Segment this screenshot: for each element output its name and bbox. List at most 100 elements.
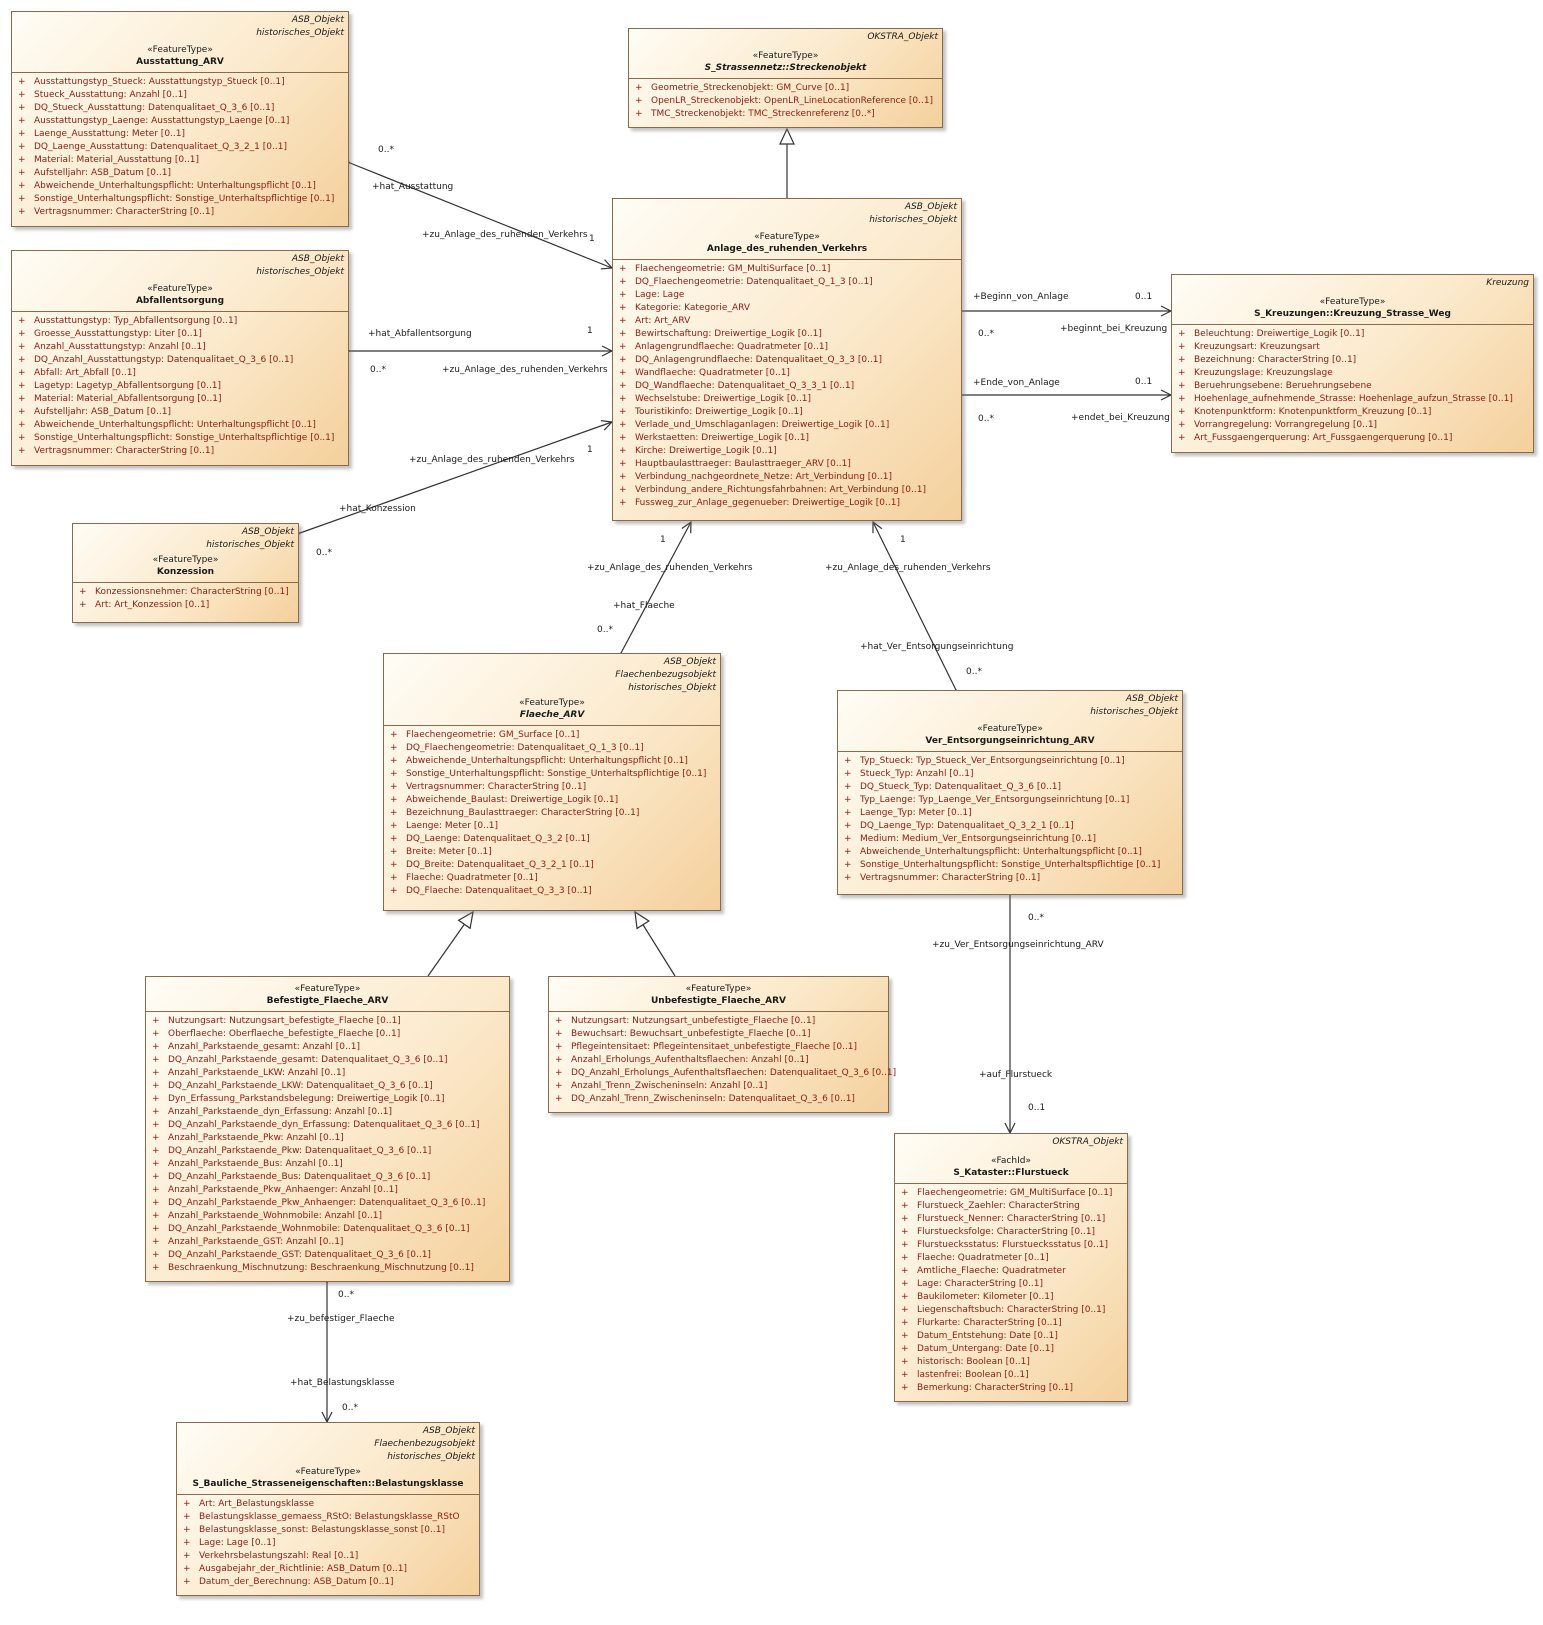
multiplicity-label: 1 <box>900 535 906 545</box>
attribute-text: Datum_der_Berechnung: ASB_Datum [0..1] <box>199 1577 394 1587</box>
public-visibility-icon: + <box>183 1577 191 1587</box>
attribute-text: Flaeche: Quadratmeter [0..1] <box>406 873 538 883</box>
attribute-row: +Aufstelljahr: ASB_Datum [0..1] <box>12 167 348 180</box>
attribute-text: Aufstelljahr: ASB_Datum [0..1] <box>34 407 171 417</box>
class-belastungsklasse[interactable]: ASB_Objekt Flaechenbezugsobjekt historis… <box>176 1422 480 1596</box>
public-visibility-icon: + <box>619 446 627 456</box>
multiplicity-label: 0..* <box>966 667 982 677</box>
role-label: +zu_Anlage_des_ruhenden_Verkehrs <box>825 563 991 573</box>
attribute-text: Nutzungsart: Nutzungsart_unbefestigte_Fl… <box>571 1016 816 1026</box>
public-visibility-icon: + <box>152 1263 160 1273</box>
public-visibility-icon: + <box>152 1146 160 1156</box>
attribute-row: +Beleuchtung: Dreiwertige_Logik [0..1] <box>1172 328 1533 341</box>
attribute-row: +Ausstattungstyp_Stueck: Ausstattungstyp… <box>12 76 348 89</box>
attribute-text: Flurkarte: CharacterString [0..1] <box>917 1318 1062 1328</box>
class-stereotype: «FeatureType» <box>752 51 819 61</box>
multiplicity-label: 0..* <box>342 1403 358 1413</box>
attribute-row: +Verbindung_nachgeordnete_Netze: Art_Ver… <box>613 471 961 484</box>
role-label: +zu_Anlage_des_ruhenden_Verkehrs <box>587 563 753 573</box>
attribute-row: +Amtliche_Flaeche: Quadratmeter <box>895 1265 1127 1278</box>
class-konzession[interactable]: ASB_Objekt historisches_Objekt «FeatureT… <box>72 523 299 623</box>
attribute-text: Datum_Untergang: Date [0..1] <box>917 1344 1054 1354</box>
attribute-row: +DQ_Flaechengeometrie: Datenqualitaet_Q_… <box>384 742 720 755</box>
attribute-row: +Stueck_Typ: Anzahl [0..1] <box>838 768 1182 781</box>
attribute-text: Bezeichnung_Baulasttraeger: CharacterStr… <box>406 808 640 818</box>
class-name: Ausstattung_ARV <box>136 57 224 67</box>
public-visibility-icon: + <box>555 1016 563 1026</box>
attribute-text: DQ_Flaechengeometrie: Datenqualitaet_Q_1… <box>635 277 873 287</box>
public-visibility-icon: + <box>183 1512 191 1522</box>
attribute-text: lastenfrei: Boolean [0..1] <box>917 1370 1029 1380</box>
public-visibility-icon: + <box>619 472 627 482</box>
attribute-text: Stueck_Typ: Anzahl [0..1] <box>860 769 974 779</box>
public-visibility-icon: + <box>18 103 26 113</box>
class-kreuzung-strasse-weg[interactable]: Kreuzung «FeatureType» S_Kreuzungen::Kre… <box>1171 274 1534 453</box>
class-befestigte-flaeche-arv[interactable]: «FeatureType» Befestigte_Flaeche_ARV +Nu… <box>145 976 510 1282</box>
public-visibility-icon: + <box>844 821 852 831</box>
assoc-anlage-ausstattung <box>350 163 612 268</box>
attribute-row: +Verlade_und_Umschlaganlagen: Dreiwertig… <box>613 419 961 432</box>
attribute-row: +Aufstelljahr: ASB_Datum [0..1] <box>12 406 348 419</box>
multiplicity-label: 1 <box>660 535 666 545</box>
attribute-text: Material: Material_Ausstattung [0..1] <box>34 155 200 165</box>
attribute-row: +DQ_Anzahl_Ausstattungstyp: Datenqualita… <box>12 354 348 367</box>
class-stereotype: «FeatureType» <box>295 1467 361 1477</box>
public-visibility-icon: + <box>1178 394 1186 404</box>
attribute-row: +Datum_Entstehung: Date [0..1] <box>895 1330 1127 1343</box>
generalization-befestigt-flaeche <box>427 910 474 977</box>
attribute-text: Beschraenkung_Mischnutzung: Beschraenkun… <box>168 1263 474 1273</box>
attribute-row: +Material: Material_Abfallentsorgung [0.… <box>12 393 348 406</box>
class-header: ASB_Objekt historisches_Objekt «FeatureT… <box>838 691 1182 752</box>
attribute-row: +Sonstige_Unterhaltungspflicht: Sonstige… <box>12 193 348 206</box>
attribute-text: Anzahl_Ausstattungstyp: Anzahl [0..1] <box>34 342 206 352</box>
attribute-row: +Datum_Untergang: Date [0..1] <box>895 1343 1127 1356</box>
class-flaeche-arv[interactable]: ASB_Objekt Flaechenbezugsobjekt historis… <box>383 653 721 911</box>
class-header: ASB_Objekt historisches_Objekt «FeatureT… <box>613 199 961 260</box>
attribute-text: Anzahl_Parkstaende_Pkw: Anzahl [0..1] <box>168 1133 344 1143</box>
attribute-text: DQ_Anzahl_Parkstaende_Pkw: Datenqualitae… <box>168 1146 432 1156</box>
attribute-text: Laenge_Typ: Meter [0..1] <box>860 808 972 818</box>
attribute-text: Nutzungsart: Nutzungsart_befestigte_Flae… <box>168 1016 401 1026</box>
public-visibility-icon: + <box>619 459 627 469</box>
class-streckenobjekt[interactable]: OKSTRA_Objekt «FeatureType» S_Strassenne… <box>628 28 943 128</box>
role-label: +Beginn_von_Anlage <box>973 292 1069 302</box>
attribute-row: +Werkstaetten: Dreiwertige_Logik [0..1] <box>613 432 961 445</box>
attribute-text: Lage: Lage [0..1] <box>199 1538 276 1548</box>
class-unbefestigte-flaeche-arv[interactable]: «FeatureType» Unbefestigte_Flaeche_ARV +… <box>548 976 896 1113</box>
public-visibility-icon: + <box>555 1094 563 1104</box>
class-anlage-des-ruhenden-verkehrs[interactable]: ASB_Objekt historisches_Objekt «FeatureT… <box>612 198 962 521</box>
attribute-list: +Geometrie_Streckenobjekt: GM_Curve [0..… <box>629 79 942 123</box>
attribute-text: historisch: Boolean [0..1] <box>917 1357 1030 1367</box>
attribute-row: + Nutzungsart: Nutzungsart_unbefestigte_F… <box>549 1015 888 1028</box>
attribute-text: Material: Material_Abfallentsorgung [0..… <box>34 394 222 404</box>
public-visibility-icon: + <box>844 847 852 857</box>
class-ausstattung-arv[interactable]: ASB_Objekt historisches_Objekt «FeatureT… <box>11 11 349 227</box>
attribute-text: Vertragsnummer: CharacterString [0..1] <box>34 446 215 456</box>
class-stereotype: «FeatureType» <box>152 555 219 565</box>
public-visibility-icon: + <box>901 1227 909 1237</box>
class-tags: ASB_Objekt historisches_Objekt <box>12 12 348 40</box>
class-abfallentsorgung[interactable]: ASB_Objekt historisches_Objekt «FeatureT… <box>11 250 349 466</box>
attribute-list: +Ausstattungstyp: Typ_Abfallentsorgung [… <box>12 312 348 460</box>
public-visibility-icon: + <box>901 1370 909 1380</box>
attribute-text: Breite: Meter [0..1] <box>406 847 492 857</box>
attribute-text: Flaechengeometrie: GM_Surface [0..1] <box>406 730 580 740</box>
class-flurstueck[interactable]: OKSTRA_Objekt «FachId» S_Kataster::Flurs… <box>894 1133 1128 1402</box>
class-tags: OKSTRA_Objekt <box>895 1134 1127 1149</box>
public-visibility-icon: + <box>390 873 398 883</box>
attribute-text: Art: Art_Konzession [0..1] <box>95 600 210 610</box>
attribute-row: +Material: Material_Ausstattung [0..1] <box>12 154 348 167</box>
role-label: +zu_Ver_Entsorgungseinrichtung_ARV <box>932 940 1104 950</box>
attribute-row: +Laenge_Typ: Meter [0..1] <box>838 807 1182 820</box>
class-tag: historisches_Objekt <box>869 215 957 225</box>
attribute-row: +Groesse_Ausstattungstyp: Liter [0..1] <box>12 328 348 341</box>
attribute-row: +DQ_Anzahl_Parkstaende_dyn_Erfassung: Da… <box>146 1119 509 1132</box>
public-visibility-icon: + <box>152 1029 160 1039</box>
public-visibility-icon: + <box>844 834 852 844</box>
attribute-row: +Anzahl_Parkstaende_Pkw_Anhaenger: Anzah… <box>146 1184 509 1197</box>
attribute-row: +Pflegeintensitaet: Pflegeintensitaet_un… <box>549 1041 888 1054</box>
public-visibility-icon: + <box>18 194 26 204</box>
class-ver-entsorgungseinrichtung-arv[interactable]: ASB_Objekt historisches_Objekt «FeatureT… <box>837 690 1183 895</box>
attribute-text: TMC_Streckenobjekt: TMC_Streckenreferenz… <box>651 109 875 119</box>
attribute-row: +Flaechengeometrie: GM_Surface [0..1] <box>384 729 720 742</box>
